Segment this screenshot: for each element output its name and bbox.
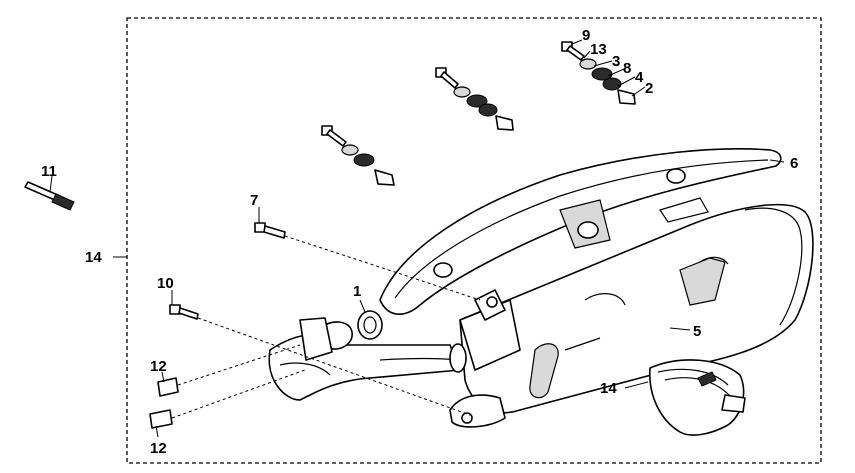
mount-hardware-middle (435, 67, 514, 131)
callout-11: 11 (41, 163, 57, 180)
stud-12-upper (157, 377, 179, 397)
sensor-11 (24, 181, 75, 211)
leader-8 (607, 68, 625, 77)
leader-12-upper (161, 371, 165, 383)
callout-12-upper: 12 (150, 358, 167, 375)
leader-3 (593, 60, 613, 67)
callout-3: 3 (612, 53, 620, 70)
callout-14-left: 14 (85, 249, 102, 266)
muffler-guard (649, 359, 746, 436)
callout-14-right: 14 (600, 380, 617, 397)
callout-6: 6 (790, 155, 798, 172)
leader-6 (769, 159, 785, 163)
alignment-line-bolt7 (284, 235, 481, 301)
leader-11 (49, 175, 53, 193)
callout-10: 10 (157, 275, 174, 292)
callout-1: 1 (353, 283, 361, 300)
callout-7: 7 (250, 192, 258, 209)
bolt-10 (169, 304, 199, 320)
leader-12-lower (155, 425, 159, 438)
gasket (357, 310, 383, 340)
leader-1 (359, 299, 366, 313)
mount-hardware-right (561, 41, 636, 105)
assembly-boundary (126, 17, 822, 464)
leader-9 (571, 39, 583, 45)
callout-4: 4 (635, 69, 644, 86)
muffler-body (449, 203, 814, 428)
callout-9: 9 (582, 27, 590, 44)
leader-5 (669, 327, 691, 331)
leader-13 (583, 50, 591, 59)
exhaust-pipe (268, 317, 467, 401)
heat-shield (379, 148, 782, 315)
stud-12-lower (149, 409, 173, 429)
bolt-7 (254, 222, 286, 239)
callout-5: 5 (693, 323, 701, 340)
callout-12-lower: 12 (150, 440, 167, 457)
leader-2 (631, 86, 646, 97)
callout-13: 13 (590, 41, 607, 58)
leader-14-right (624, 381, 649, 389)
callout-2: 2 (645, 80, 653, 97)
mount-hardware-left (321, 125, 395, 186)
leader-4 (617, 76, 636, 87)
callout-8: 8 (623, 60, 631, 77)
alignment-line-bolt10 (197, 317, 471, 416)
